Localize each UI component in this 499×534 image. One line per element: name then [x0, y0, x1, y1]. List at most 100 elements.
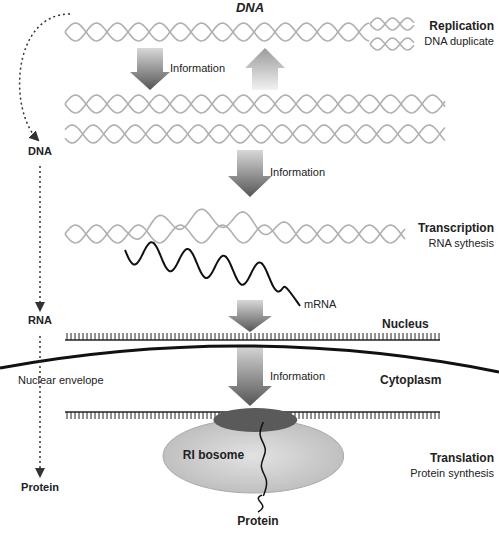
base-tick [383, 412, 384, 419]
base-tick [207, 412, 208, 419]
base-tick [151, 333, 152, 340]
base-tick [379, 333, 380, 340]
base-tick [171, 412, 172, 419]
base-tick [135, 412, 136, 419]
base-tick [303, 333, 304, 340]
base-tick [355, 333, 356, 340]
base-tick [103, 412, 104, 419]
base-tick [351, 333, 352, 340]
information-arrow [130, 48, 285, 406]
dogma-step: Protein [21, 481, 59, 494]
base-tick [163, 333, 164, 340]
base-tick [327, 412, 328, 419]
base-tick [251, 333, 252, 340]
region-label: Nucleus [382, 318, 429, 332]
region-label: Nuclear envelope [18, 374, 104, 387]
ribosome: RI bosome [162, 418, 345, 494]
base-tick [183, 412, 184, 419]
base-tick [331, 412, 332, 419]
base-tick [71, 412, 72, 419]
base-tick [107, 333, 108, 340]
dna-strand [370, 18, 414, 30]
mrna-strand [125, 242, 300, 306]
base-tick [319, 333, 320, 340]
dna-strand [65, 23, 369, 41]
base-tick [75, 412, 76, 419]
dna-strand [370, 38, 414, 50]
base-tick [407, 333, 408, 340]
base-tick [423, 333, 424, 340]
strand-label: mRNA [304, 298, 336, 311]
base-tick [71, 333, 72, 340]
base-tick [391, 412, 392, 419]
flow-label: Information [270, 166, 325, 179]
base-tick [343, 333, 344, 340]
base-tick [123, 333, 124, 340]
base-tick [431, 333, 432, 340]
base-tick [299, 412, 300, 419]
base-tick [407, 412, 408, 419]
base-tick [143, 333, 144, 340]
base-tick [363, 333, 364, 340]
base-tick [367, 333, 368, 340]
base-tick [187, 412, 188, 419]
base-tick [179, 412, 180, 419]
base-tick [211, 333, 212, 340]
base-tick [203, 333, 204, 340]
base-tick [143, 412, 144, 419]
base-tick [215, 333, 216, 340]
ribosome-label: RI bosome [183, 449, 244, 463]
base-tick [191, 333, 192, 340]
base-tick [315, 333, 316, 340]
base-tick [299, 333, 300, 340]
base-tick [423, 412, 424, 419]
base-tick [427, 412, 428, 419]
base-tick [195, 412, 196, 419]
base-tick [83, 333, 84, 340]
base-tick [439, 333, 440, 340]
base-tick [415, 333, 416, 340]
base-tick [207, 333, 208, 340]
base-tick [335, 412, 336, 419]
base-tick [351, 412, 352, 419]
base-tick [199, 333, 200, 340]
base-tick [279, 333, 280, 340]
dogma-step: DNA [28, 145, 52, 158]
product-label: Protein [237, 515, 278, 529]
base-tick [243, 333, 244, 340]
flow-label: Information [170, 62, 225, 75]
dna-strand [65, 125, 445, 143]
base-tick [167, 412, 168, 419]
flow-label: Information [270, 370, 325, 383]
base-tick [311, 333, 312, 340]
base-tick [203, 412, 204, 419]
dna-strand [65, 95, 445, 113]
base-tick [375, 412, 376, 419]
base-tick [375, 333, 376, 340]
stage-note: RNA sythesis [429, 237, 494, 250]
base-tick [435, 412, 436, 419]
base-tick [155, 333, 156, 340]
dna-strand [65, 95, 445, 113]
dna-strand [65, 23, 369, 41]
base-tick [303, 412, 304, 419]
base-tick [131, 333, 132, 340]
base-tick [147, 333, 148, 340]
base-tick [231, 333, 232, 340]
base-tick [183, 333, 184, 340]
base-tick [259, 333, 260, 340]
dna-strand [65, 125, 445, 143]
base-tick [247, 333, 248, 340]
protein-chain [258, 495, 263, 512]
base-tick [127, 333, 128, 340]
base-tick [91, 412, 92, 419]
base-tick [75, 333, 76, 340]
base-tick [315, 412, 316, 419]
base-tick [219, 333, 220, 340]
mrna-strand [125, 242, 300, 306]
base-tick [151, 412, 152, 419]
base-tick [419, 333, 420, 340]
stage-note: Protein synthesis [410, 467, 494, 480]
mrna-backbone [65, 339, 440, 341]
base-tick [363, 412, 364, 419]
